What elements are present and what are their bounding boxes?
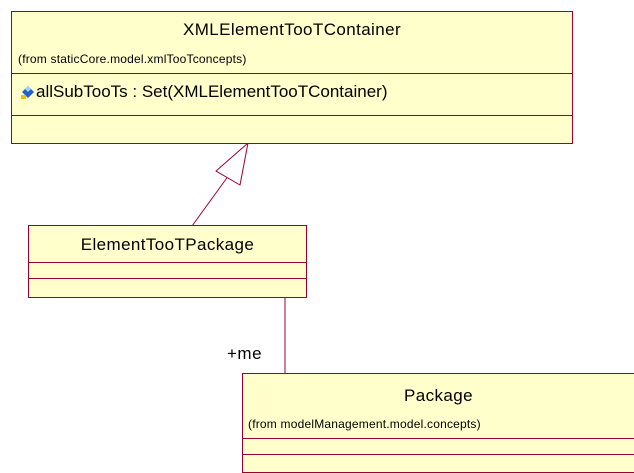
class-package[interactable]: Package (from modelManagement.model.conc… bbox=[242, 373, 634, 473]
divider bbox=[29, 262, 306, 263]
attribute-text: allSubTooTs : Set(XMLElementTooTContaine… bbox=[36, 82, 388, 101]
package-origin: (from staticCore.model.xmlTooTconcepts) bbox=[18, 52, 247, 66]
divider bbox=[243, 454, 634, 455]
generalization-arrowhead bbox=[215, 141, 249, 186]
divider bbox=[12, 115, 572, 116]
attribute-row[interactable]: allSubTooTs : Set(XMLElementTooTContaine… bbox=[20, 82, 388, 102]
attribute-icon bbox=[21, 86, 34, 99]
class-elementtootpackage[interactable]: ElementTooTPackage bbox=[28, 225, 307, 298]
association-role-label: +me bbox=[227, 344, 263, 363]
generalization-line bbox=[191, 174, 230, 227]
class-name: XMLElementTooTContainer bbox=[182, 20, 402, 39]
class-name: Package bbox=[404, 386, 473, 405]
divider bbox=[12, 73, 572, 74]
class-xmlelementtootcontainer[interactable]: XMLElementTooTContainer (from staticCore… bbox=[11, 11, 573, 144]
class-name: ElementTooTPackage bbox=[80, 235, 255, 254]
divider bbox=[243, 438, 634, 439]
divider bbox=[29, 278, 306, 279]
package-origin: (from modelManagement.model.concepts) bbox=[248, 417, 481, 431]
